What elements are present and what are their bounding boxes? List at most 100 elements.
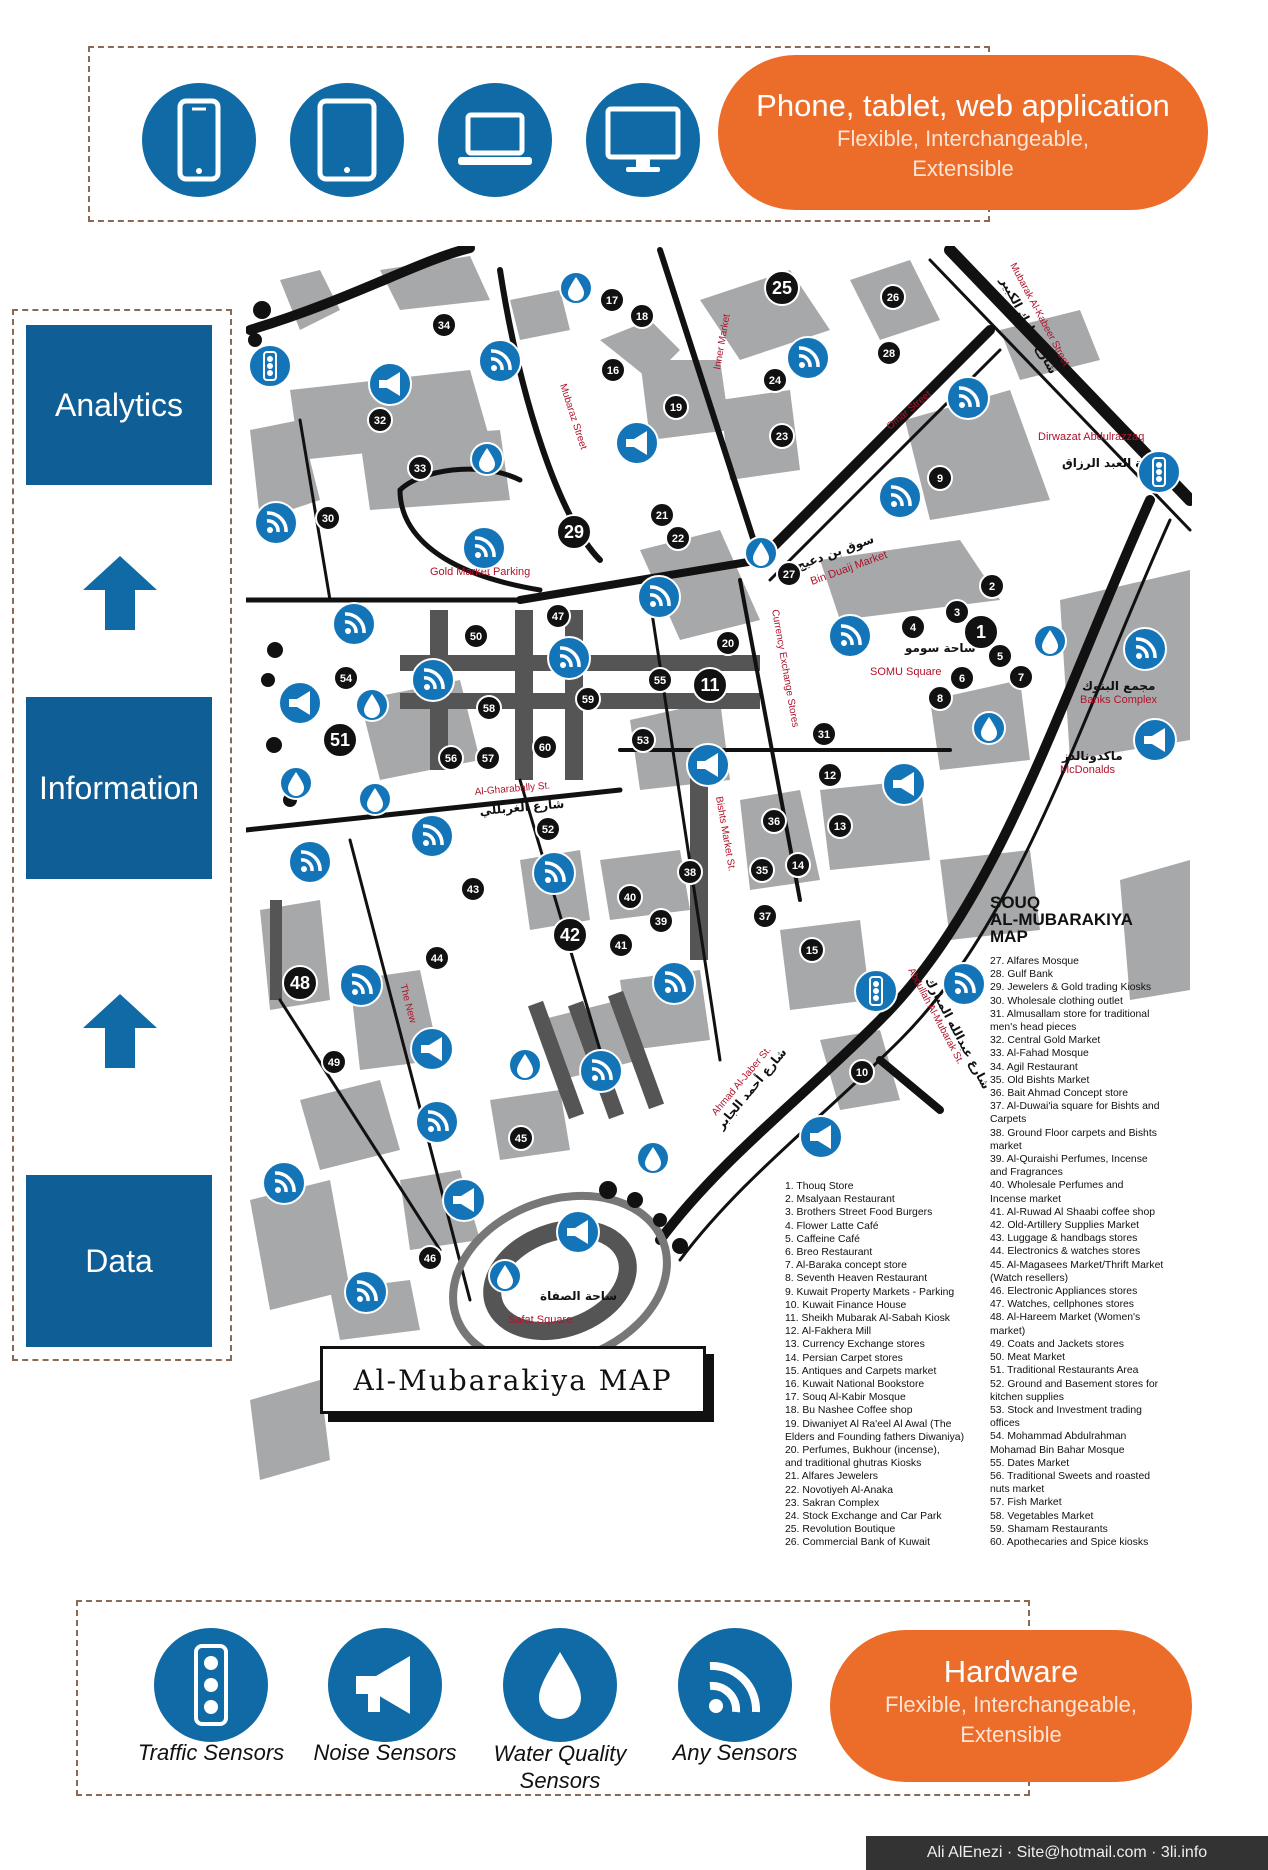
noise-sensor-marker[interactable] <box>368 362 412 406</box>
water-drop-icon <box>497 1265 513 1289</box>
wifi-sensor-marker[interactable] <box>1123 627 1167 671</box>
noise-sensor-marker[interactable] <box>615 421 659 465</box>
legend-entry: 22. Novotiyeh Al-Anaka <box>785 1484 894 1496</box>
megaphone-icon <box>379 372 400 396</box>
legend-entry: 23. Sakran Complex <box>785 1497 880 1509</box>
marker-number: 13 <box>834 821 846 833</box>
legend-entry: 35. Old Bishts Market <box>990 1074 1090 1086</box>
wifi-sensor-marker[interactable] <box>410 814 454 858</box>
noise-sensor-marker[interactable] <box>278 681 322 725</box>
marker-number: 41 <box>615 940 627 952</box>
marker-number: 7 <box>1018 672 1024 684</box>
legend-entry: 60. Apothecaries and Spice kiosks <box>990 1536 1149 1548</box>
marker-dot <box>827 813 853 839</box>
map-number-marker: 36 <box>761 808 787 834</box>
water-sensor-marker[interactable] <box>972 711 1006 745</box>
legend-entry: 45. Al-Magasees Market/Thrift Market <box>990 1259 1164 1271</box>
map-number-marker: 57 <box>475 745 501 771</box>
legend-entry: nuts market <box>990 1484 1045 1496</box>
marker-number: 25 <box>772 278 792 298</box>
any-sensors-label: Any Sensors <box>672 1740 798 1765</box>
noise-sensor-marker[interactable] <box>882 762 926 806</box>
wifi-sensor-marker[interactable] <box>946 376 990 420</box>
wifi-sensor-marker[interactable] <box>478 339 522 383</box>
wifi-sensor-marker[interactable] <box>547 636 591 680</box>
wifi-sensor-marker[interactable] <box>332 602 376 646</box>
water-sensor-marker[interactable] <box>358 782 392 816</box>
traffic-sensor-marker[interactable] <box>854 969 898 1013</box>
water-sensor-marker[interactable] <box>470 442 504 476</box>
wifi-sensor-marker[interactable] <box>942 962 986 1006</box>
wifi-sensor-marker[interactable] <box>262 1161 306 1205</box>
legend-entry: 54. Mohammad Abdulrahman <box>990 1431 1127 1443</box>
noise-sensor-marker[interactable] <box>686 743 730 787</box>
map-number-marker: 50 <box>463 623 489 649</box>
water-sensor-marker[interactable] <box>636 1141 670 1175</box>
wifi-sensor-marker[interactable] <box>254 501 298 545</box>
water-sensor-marker[interactable] <box>279 766 313 800</box>
marker-number: 21 <box>656 510 668 522</box>
legend-entry: 42. Old-Artillery Supplies Market <box>990 1220 1139 1232</box>
marker-dot <box>630 727 656 753</box>
marker-dot <box>315 505 341 531</box>
wifi-sensor-marker[interactable] <box>532 851 576 895</box>
app-pill-subtitle-2: Extensible <box>912 156 1014 181</box>
wifi-sensor-marker[interactable] <box>786 336 830 380</box>
water-sensor-marker[interactable] <box>1033 624 1067 658</box>
legend-entry: 40. Wholesale Perfumes and <box>990 1180 1124 1192</box>
noise-sensor-marker[interactable] <box>799 1115 843 1159</box>
wifi-sensor-marker[interactable] <box>415 1100 459 1144</box>
legend-entry: Carpets <box>990 1114 1027 1126</box>
legend-entry: Elders and Founding fathers Diwaniya) <box>785 1431 965 1443</box>
water-sensor-marker[interactable] <box>355 688 389 722</box>
marker-dot <box>715 630 741 656</box>
water-sensor-marker[interactable] <box>559 271 593 305</box>
legend-entry: Incense market <box>990 1193 1062 1205</box>
wifi-sensor-marker[interactable] <box>339 963 383 1007</box>
marker-number: 27 <box>783 569 795 581</box>
water-sensor-marker[interactable] <box>744 536 778 570</box>
water-drop-icon <box>288 772 304 796</box>
noise-sensor-marker[interactable] <box>1133 718 1177 762</box>
traffic-sensor-marker[interactable] <box>1137 450 1181 494</box>
wifi-sensor-marker[interactable] <box>637 575 681 619</box>
traffic-sensor-marker[interactable] <box>248 344 292 388</box>
wifi-sensor-marker[interactable] <box>652 961 696 1005</box>
megaphone-icon <box>567 1220 588 1244</box>
legend-entry: 4. Flower Latte Café <box>785 1220 879 1232</box>
legend-entry: 55. Dates Market <box>990 1457 1070 1469</box>
map-number-marker: 55 <box>647 667 673 693</box>
phone-device-circle <box>142 83 256 197</box>
data-label: Data <box>85 1242 153 1279</box>
traffic-sensors-label: Traffic Sensors <box>137 1740 285 1765</box>
wifi-sensor-marker[interactable] <box>288 840 332 884</box>
wifi-sensor-marker[interactable] <box>828 614 872 658</box>
legend-entry: 39. Al-Quraishi Perfumes, Incense <box>990 1154 1148 1166</box>
noise-sensor-marker[interactable] <box>556 1210 600 1254</box>
wifi-sensor-marker[interactable] <box>462 526 506 570</box>
marker-number: 48 <box>290 973 310 993</box>
marker-dot <box>417 1245 443 1271</box>
legend-entry: 6. Breo Restaurant <box>785 1247 873 1259</box>
wifi-sensor-marker[interactable] <box>579 1049 623 1093</box>
wifi-sensor-marker[interactable] <box>344 1270 388 1314</box>
water-sensor-marker[interactable] <box>508 1048 542 1082</box>
legend-entry: 33. Al-Fahad Mosque <box>990 1048 1089 1060</box>
map-number-marker: 52 <box>535 816 561 842</box>
marker-dot <box>333 665 359 691</box>
marker-number: 20 <box>722 638 734 650</box>
legend-entry: 16. Kuwait National Bookstore <box>785 1379 925 1391</box>
noise-sensor-marker[interactable] <box>410 1027 454 1071</box>
map-number-marker: 51 <box>322 722 358 758</box>
traffic-sensor-circle <box>154 1628 268 1742</box>
noise-sensor-marker[interactable] <box>442 1178 486 1222</box>
marker-number: 46 <box>424 1253 436 1265</box>
traffic-light-icon <box>194 1644 228 1726</box>
marker-number: 17 <box>606 295 618 307</box>
water-sensor-marker[interactable] <box>488 1259 522 1293</box>
marker-number: 52 <box>542 824 554 836</box>
map-number-marker: 14 <box>785 852 811 878</box>
wifi-sensor-marker[interactable] <box>411 658 455 702</box>
wifi-sensor-marker[interactable] <box>878 475 922 519</box>
